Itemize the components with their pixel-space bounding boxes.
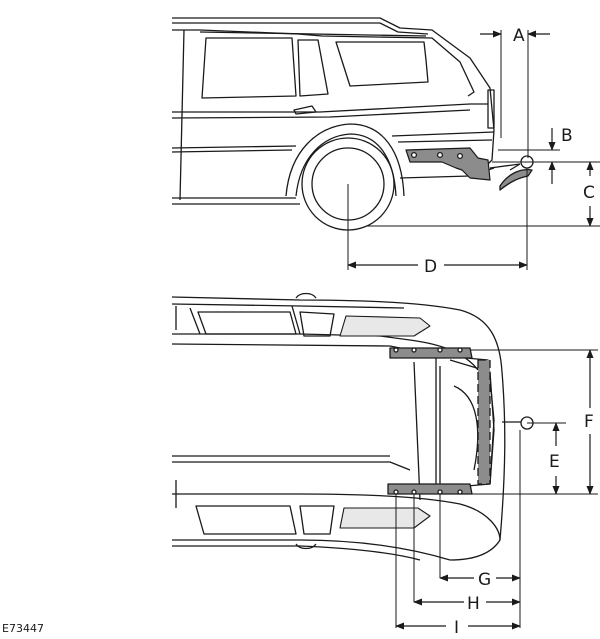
- top-window-upper: [197, 311, 431, 337]
- towbar-bracket-top-lower: [387, 483, 473, 495]
- top-view: [171, 292, 534, 561]
- door-handle: [293, 105, 317, 115]
- side-dimension-lines: [347, 30, 600, 270]
- dimension-label-b: B: [561, 126, 573, 146]
- side-window-rear: [335, 41, 429, 87]
- roof-rail-top: [175, 305, 301, 508]
- side-window-front: [201, 37, 297, 99]
- side-window-middle: [297, 39, 329, 97]
- dimension-label-g: G: [478, 570, 491, 590]
- dimension-label-f: F: [584, 412, 594, 432]
- dimension-label-h: H: [467, 594, 480, 614]
- mirror-top-upper: [295, 292, 317, 299]
- dimension-label-a: A: [513, 26, 525, 46]
- towbar-bracket-side: [405, 147, 521, 181]
- crossbeam-top: [477, 359, 522, 485]
- mirror-top-lower: [295, 543, 317, 550]
- dimension-label-i: I: [454, 618, 459, 638]
- dimension-label-c: C: [583, 183, 595, 203]
- car-body-top: [171, 296, 506, 561]
- car-body-side: [171, 17, 495, 205]
- figure-code: E73447: [2, 622, 44, 635]
- towbar-bracket-top-upper: [389, 347, 473, 359]
- tow-ball-side: [509, 155, 534, 171]
- bumper-cover-side: [499, 168, 533, 191]
- dimension-label-e: E: [549, 452, 560, 472]
- dimension-label-d: D: [424, 257, 437, 277]
- side-view: [171, 17, 534, 231]
- top-window-lower: [195, 505, 431, 535]
